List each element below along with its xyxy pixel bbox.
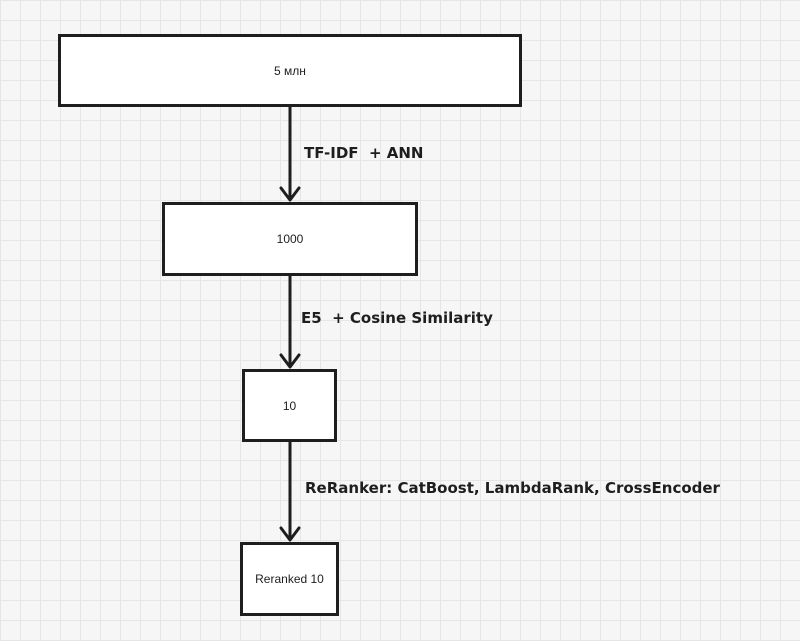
pipeline-stage-box[interactable]: 10	[242, 369, 337, 442]
edge-label: ReRanker: CatBoost, LambdaRank, CrossEnc…	[305, 479, 720, 497]
edge-label: TF-IDF + ANN	[304, 144, 424, 162]
pipeline-stage-box[interactable]: 5 млн	[58, 34, 522, 107]
arrow-1	[279, 105, 301, 202]
arrow-2	[279, 274, 301, 369]
stage-label: 10	[282, 398, 297, 413]
arrow-3	[279, 440, 301, 542]
stage-label: 5 млн	[274, 63, 306, 78]
stage-label: 1000	[276, 232, 304, 246]
stage-label: Reranked 10	[255, 572, 324, 586]
pipeline-stage-box[interactable]: Reranked 10	[240, 542, 339, 616]
pipeline-stage-box[interactable]: 1000	[162, 202, 418, 276]
edge-label: E5 + Cosine Similarity	[301, 309, 493, 327]
